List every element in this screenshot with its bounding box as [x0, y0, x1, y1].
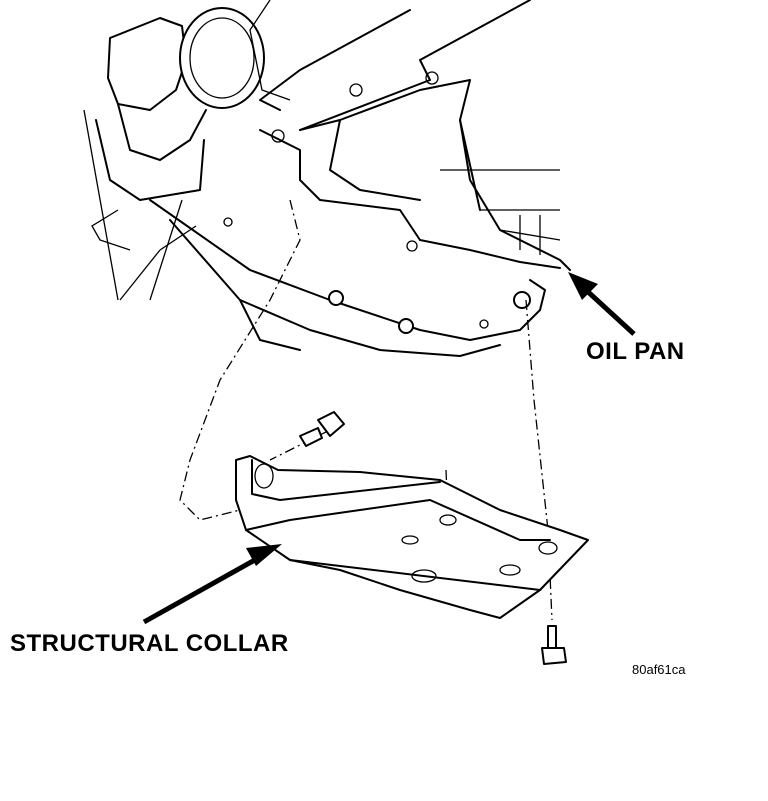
- oil-pan-label: OIL PAN: [586, 338, 685, 365]
- oil-pan-arrow: [568, 272, 636, 336]
- figure-code: 80af61ca: [632, 662, 686, 677]
- structural-collar-label: STRUCTURAL COLLAR: [10, 630, 289, 657]
- engine-block: [83, 0, 291, 301]
- collar-bolt-lower: [541, 625, 567, 665]
- structural-collar: [235, 455, 589, 619]
- collar-arrow: [142, 544, 282, 625]
- collar-bolt-upper: [299, 411, 345, 447]
- oil-pan: [149, 0, 571, 357]
